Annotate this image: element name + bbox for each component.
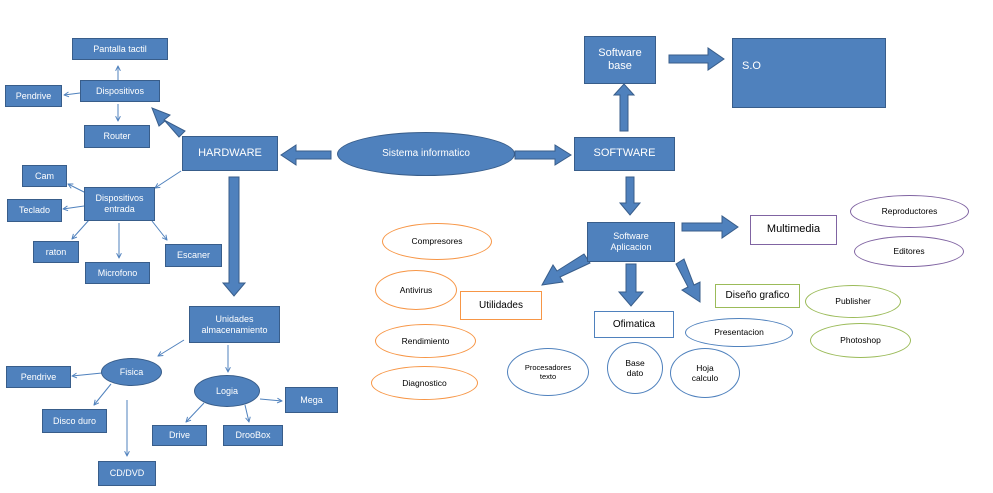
node-cam: Cam xyxy=(22,165,67,187)
hardware-to-unidades-arrow xyxy=(221,176,247,297)
software-to-software-base-arrow xyxy=(612,83,636,132)
node-reproductores: Reproductores xyxy=(850,195,969,228)
logia-to-drive-line xyxy=(186,402,205,422)
node-hoja-calculo: Hoja calculo xyxy=(670,348,740,398)
node-so: S.O xyxy=(732,38,886,108)
node-sistema-informatico: Sistema informatico xyxy=(337,132,515,176)
node-pendrive-top: Pendrive xyxy=(5,85,62,107)
dispositivos-to-pendrive-line xyxy=(64,93,81,95)
entrada-to-escaner-line xyxy=(151,220,167,240)
node-software: SOFTWARE xyxy=(574,137,675,171)
node-diseno-grafico: Diseño grafico xyxy=(715,284,800,308)
node-hardware: HARDWARE xyxy=(182,136,278,171)
node-photoshop: Photoshop xyxy=(810,323,911,358)
node-cd-dvd: CD/DVD xyxy=(98,461,156,486)
hardware-to-entrada-line xyxy=(155,170,182,188)
node-droobox: DrooBox xyxy=(223,425,283,446)
node-pendrive-bottom: Pendrive xyxy=(6,366,71,388)
node-procesadores-texto: Procesadores texto xyxy=(507,348,589,396)
node-compresores: Compresores xyxy=(382,223,492,260)
aplicacion-to-multimedia-arrow xyxy=(681,215,739,239)
node-antivirus: Antivirus xyxy=(375,270,457,310)
node-presentacion: Presentacion xyxy=(685,318,793,347)
aplicacion-to-utilidades-arrow xyxy=(541,253,591,286)
software-to-aplicacion-arrow xyxy=(618,176,642,216)
sistema-to-software-arrow xyxy=(514,144,572,166)
aplicacion-to-ofimatica-arrow xyxy=(617,263,645,307)
node-drive: Drive xyxy=(152,425,207,446)
hardware-to-dispositivos-arrow xyxy=(151,107,186,138)
node-fisica: Fisica xyxy=(101,358,162,386)
node-publisher: Publisher xyxy=(805,285,901,318)
logia-to-droobox-line xyxy=(244,404,249,422)
node-multimedia: Multimedia xyxy=(750,215,837,245)
node-software-base: Software base xyxy=(584,36,656,84)
entrada-to-teclado-line xyxy=(63,205,85,209)
node-escaner: Escaner xyxy=(165,244,222,267)
node-editores: Editores xyxy=(854,236,964,267)
node-disco-duro: Disco duro xyxy=(42,409,107,433)
node-rendimiento: Rendimiento xyxy=(375,324,476,358)
node-pantalla-tactil: Pantalla tactil xyxy=(72,38,168,60)
node-diagnostico: Diagnostico xyxy=(371,366,478,400)
fisica-to-discoduro-line xyxy=(94,383,112,405)
entrada-to-raton-line xyxy=(72,219,90,239)
node-software-aplicacion: Software Aplicacion xyxy=(587,222,675,262)
unidades-to-fisica-line xyxy=(158,339,185,356)
software-base-to-so-arrow xyxy=(668,47,725,71)
sistema-to-hardware-arrow xyxy=(280,144,332,166)
aplicacion-to-diseno-arrow xyxy=(675,258,701,303)
node-base-dato: Base dato xyxy=(607,342,663,394)
node-router: Router xyxy=(84,125,150,148)
node-mega: Mega xyxy=(285,387,338,413)
node-utilidades: Utilidades xyxy=(460,291,542,320)
node-microfono: Microfono xyxy=(85,262,150,284)
node-dispositivos: Dispositivos xyxy=(80,80,160,102)
node-ofimatica: Ofimatica xyxy=(594,311,674,338)
node-dispositivos-entrada: Dispositivos entrada xyxy=(84,187,155,221)
node-raton: raton xyxy=(33,241,79,263)
node-unidades-almacenamiento: Unidades almacenamiento xyxy=(189,306,280,343)
entrada-to-cam-line xyxy=(68,184,87,194)
fisica-to-pendrive-line xyxy=(72,372,103,376)
node-logia: Logia xyxy=(194,375,260,407)
logia-to-mega-line xyxy=(259,399,282,401)
node-teclado: Teclado xyxy=(7,199,62,222)
